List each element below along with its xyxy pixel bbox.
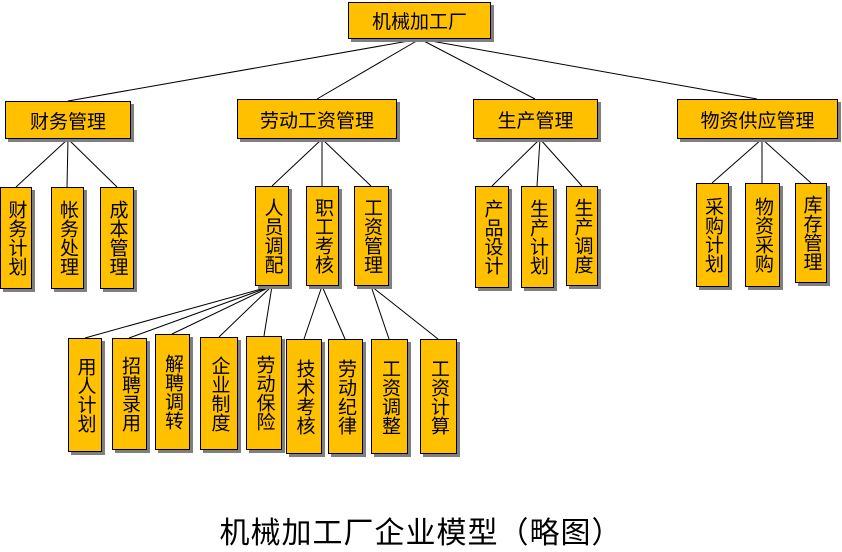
- subitem-node-labor-insurance: 劳动保险: [246, 336, 282, 450]
- root-node-label: 机械加工厂: [371, 11, 467, 33]
- subitem-node-label: 技术考核: [293, 358, 316, 435]
- item-node-purchase-plan: 采购计划: [696, 183, 729, 287]
- connector-personnel-subitem: [263, 285, 273, 337]
- dept-node-label: 物资供应管理: [700, 109, 815, 132]
- item-node-label: 生产调度: [571, 198, 594, 274]
- item-node-label: 生产计划: [527, 199, 549, 275]
- item-node-finance-plan: 财务计划: [0, 187, 32, 289]
- dept-node-labor-wage: 劳动工资管理: [237, 99, 397, 139]
- subitem-node-label: 企业制度: [208, 355, 231, 432]
- dept-node-supply: 物资供应管理: [677, 99, 838, 139]
- connector-production-item: [536, 138, 541, 187]
- connector-supply-item: [711, 138, 763, 184]
- connector-personnel-subitem: [171, 285, 273, 335]
- subitem-node-labor-discipline: 劳动纪律: [328, 339, 363, 454]
- connector-wage-subitem: [370, 285, 439, 340]
- connector-root-labor: [316, 38, 421, 100]
- connector-personnel-subitem: [84, 285, 273, 339]
- item-node-material-purchase: 物资采购: [745, 183, 780, 287]
- item-node-product-design: 产品设计: [475, 186, 509, 288]
- connector-labor-item: [321, 138, 372, 187]
- item-node-label: 财务计划: [5, 200, 28, 276]
- connector-root-supply: [419, 38, 758, 100]
- item-node-personnel-allocation: 人员调配: [255, 186, 289, 286]
- item-node-accounting: 帐务处理: [51, 187, 84, 289]
- connector-wage-subitem: [370, 285, 390, 340]
- item-node-label: 工资管理: [361, 198, 383, 274]
- item-node-label: 产品设计: [481, 199, 504, 275]
- connector-finance-item: [67, 138, 118, 188]
- subitem-node-label: 用人计划: [74, 357, 97, 433]
- subitem-node-recruitment: 招聘录用: [112, 338, 147, 450]
- item-node-staff-assessment: 职工考核: [306, 186, 339, 286]
- subitem-node-dismissal-transfer: 解聘调转: [155, 334, 190, 450]
- dept-node-finance: 财务管理: [5, 101, 131, 139]
- connector-labor-item: [271, 138, 323, 187]
- item-node-label: 成本管理: [106, 200, 129, 276]
- item-node-production-scheduling: 生产调度: [566, 186, 598, 286]
- diagram-caption: 机械加工厂企业模型（略图）: [219, 516, 623, 551]
- item-node-wage-management: 工资管理: [354, 186, 389, 286]
- item-node-inventory-management: 库存管理: [795, 183, 827, 283]
- connector-production-item: [491, 138, 541, 187]
- dept-node-label: 财务管理: [29, 110, 106, 133]
- connector-assessment-subitem: [303, 285, 323, 340]
- connector-personnel-subitem: [218, 285, 273, 338]
- subitem-node-label: 工资计算: [428, 358, 450, 435]
- item-node-label: 采购计划: [702, 197, 724, 273]
- connector-supply-item: [761, 138, 812, 184]
- dept-node-production: 生产管理: [473, 99, 598, 139]
- subitem-node-wage-adjustment: 工资调整: [371, 339, 408, 454]
- subitem-node-label: 招聘录用: [119, 356, 141, 432]
- subitem-node-label: 工资调整: [379, 358, 401, 435]
- subitem-node-staffing-plan: 用人计划: [68, 338, 102, 452]
- connector-finance-item: [66, 138, 69, 188]
- subitem-node-label: 劳动纪律: [335, 358, 357, 435]
- item-node-label: 职工考核: [312, 198, 334, 274]
- connector-root-production: [419, 38, 536, 100]
- item-node-label: 帐务处理: [57, 200, 79, 276]
- connector-production-item: [539, 138, 583, 187]
- subitem-node-company-policy: 企业制度: [200, 337, 238, 450]
- subitem-node-label: 劳动保险: [253, 355, 276, 431]
- connector-root-finance: [67, 38, 421, 102]
- subitem-node-label: 解聘调转: [162, 354, 184, 430]
- dept-node-label: 生产管理: [497, 109, 574, 132]
- dept-node-label: 劳动工资管理: [259, 109, 374, 132]
- subitem-node-technical-assessment: 技术考核: [286, 339, 322, 454]
- item-node-cost-management: 成本管理: [100, 187, 134, 289]
- connector-personnel-subitem: [128, 285, 273, 339]
- item-node-production-plan: 生产计划: [521, 186, 554, 288]
- item-node-label: 人员调配: [261, 198, 284, 274]
- subitem-node-wage-calculation: 工资计算: [420, 339, 457, 454]
- connector-assessment-subitem: [321, 285, 346, 340]
- item-node-label: 物资采购: [752, 197, 774, 273]
- item-node-label: 库存管理: [800, 195, 823, 271]
- connector-finance-item: [15, 138, 69, 188]
- root-node-factory: 机械加工厂: [348, 2, 491, 39]
